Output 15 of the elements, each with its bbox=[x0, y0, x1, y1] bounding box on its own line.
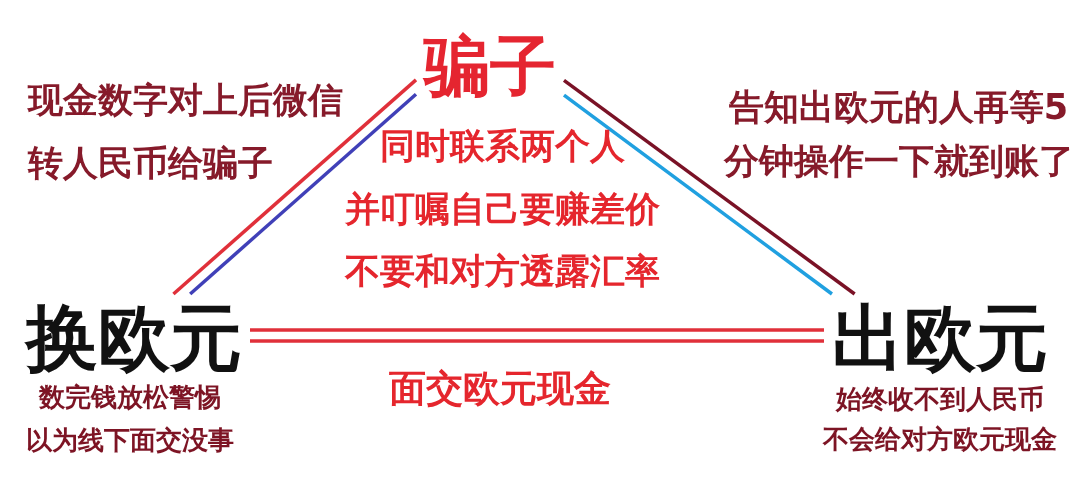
node-caption: 数完钱放松警惕 bbox=[39, 384, 221, 410]
annotation-text: 不要和对方透露汇率 bbox=[344, 254, 660, 289]
node-caption: 始终收不到人民币 bbox=[836, 386, 1044, 412]
annotation-text: 面交欧元现金 bbox=[389, 370, 611, 407]
annotation-text: 同时联系两个人 bbox=[379, 129, 625, 164]
annotation-text: 并叮嘱自己要赚差价 bbox=[344, 192, 660, 227]
node-caption: 不会给对方欧元现金 bbox=[823, 426, 1057, 452]
node-label: 骗子 bbox=[416, 26, 564, 108]
node-label: 换欧元 bbox=[18, 294, 250, 382]
connector-line bbox=[250, 339, 824, 343]
node-caption: 以为线下面交没事 bbox=[26, 427, 234, 453]
node-label: 出欧元 bbox=[824, 294, 1056, 382]
annotation-text: 现金数字对上后微信转人民币给骗子 bbox=[28, 79, 344, 185]
annotation-text: 告知出欧元的人再等5分钟操作一下就到账了 bbox=[722, 86, 1075, 183]
connector-line bbox=[250, 328, 824, 332]
